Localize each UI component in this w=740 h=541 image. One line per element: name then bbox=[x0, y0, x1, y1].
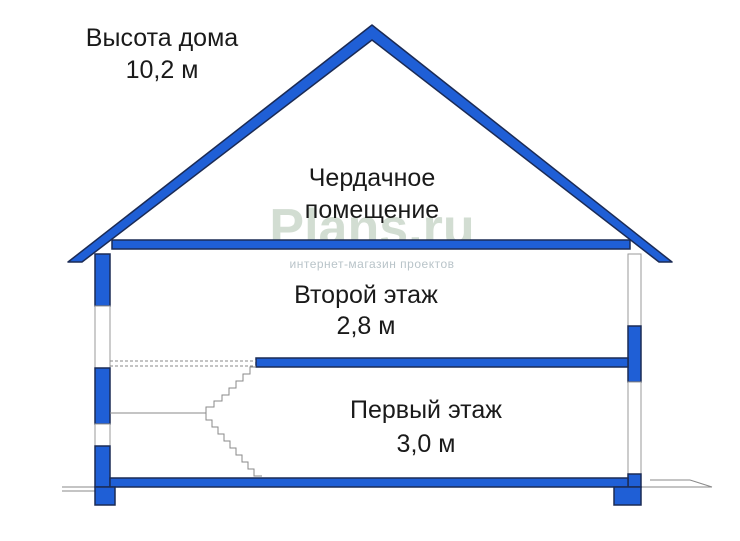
right-wall bbox=[627, 253, 642, 488]
labels: Высота дома 10,2 м Чердачное помещение В… bbox=[86, 24, 502, 458]
first-floor-label: Первый этаж bbox=[350, 396, 502, 424]
second-floor-slab bbox=[255, 357, 629, 368]
first-floor-height: 3,0 м bbox=[397, 430, 456, 458]
attic-floor-slab bbox=[111, 239, 631, 250]
watermark-tagline: интернет-магазин проектов bbox=[290, 257, 455, 271]
left-wall bbox=[94, 253, 111, 488]
second-floor-label: Второй этаж bbox=[294, 281, 438, 309]
foundation bbox=[94, 477, 642, 506]
staircase bbox=[110, 366, 262, 477]
ground bbox=[62, 479, 713, 492]
attic-label-line2: помещение bbox=[305, 196, 439, 224]
roof-outline bbox=[67, 24, 673, 263]
attic-label-line1: Чердачное bbox=[309, 164, 435, 192]
house-height-value: 10,2 м bbox=[126, 56, 199, 84]
house-height-label: Высота дома bbox=[86, 24, 238, 52]
second-floor-height: 2,8 м bbox=[337, 312, 396, 340]
